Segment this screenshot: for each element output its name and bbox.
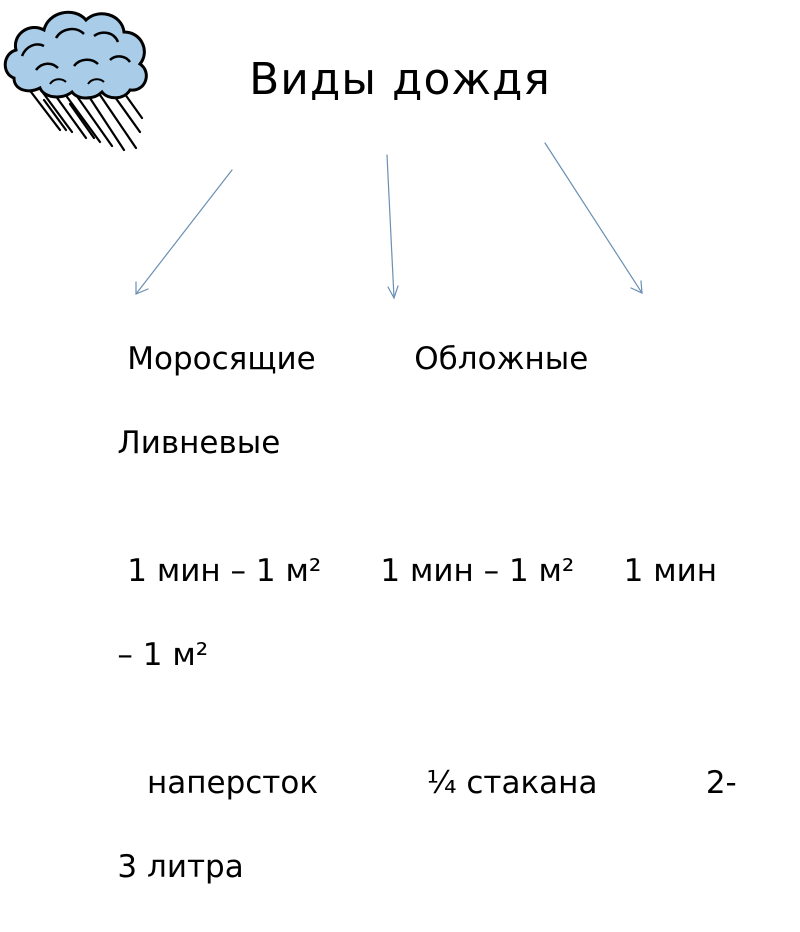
page-title: Виды дождя: [249, 54, 551, 105]
row-types-line2: Ливневые: [117, 425, 281, 461]
arrow-right: [544, 142, 643, 294]
rain-cloud-icon: [3, 10, 148, 152]
arrows: [135, 142, 643, 300]
row-volume-line1: наперсток ¼ стакана 2-: [117, 765, 737, 801]
rain-types-text: Моросящие Обложные Ливневые 1 мин – 1 м²…: [78, 296, 758, 932]
arrow-left: [135, 169, 233, 295]
cloud-body: [3, 10, 148, 100]
row-rate-line1: 1 мин – 1 м² 1 мин – 1 м² 1 мин: [117, 553, 718, 589]
row-volume-line2: 3 литра: [117, 849, 244, 885]
row-types-line1: Моросящие Обложные: [117, 341, 687, 377]
arrow-middle: [386, 154, 399, 300]
row-rate: 1 мин – 1 м² 1 мин – 1 м² 1 мин – 1 м²: [78, 508, 758, 718]
row-volume: наперсток ¼ стакана 2- 3 литра: [78, 720, 758, 930]
row-rate-line2: – 1 м²: [117, 637, 209, 673]
row-types: Моросящие Обложные Ливневые: [78, 296, 758, 506]
